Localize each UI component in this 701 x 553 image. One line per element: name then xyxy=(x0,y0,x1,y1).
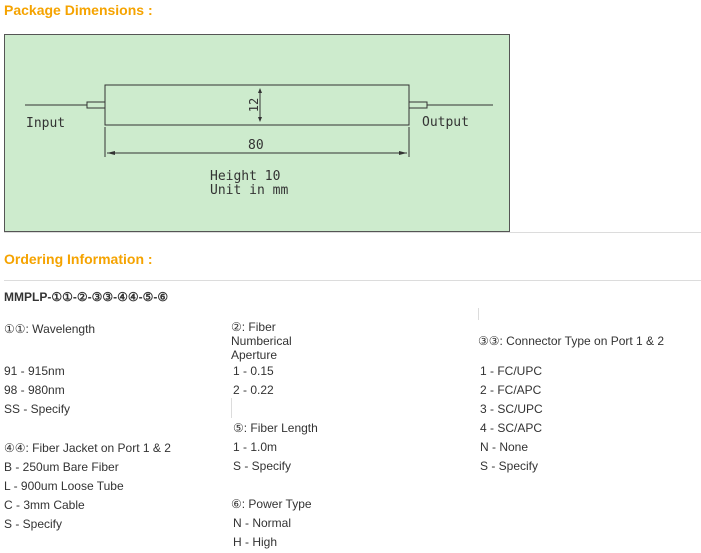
power-type-header: ⑥: Power Type xyxy=(231,497,312,511)
list-item: SS - Specify xyxy=(4,402,71,416)
ordering-separator xyxy=(4,280,701,281)
list-item: 98 - 980nm xyxy=(4,383,65,397)
list-item: S - Specify xyxy=(480,459,539,473)
list-item: L - 900um Loose Tube xyxy=(4,479,124,493)
fiber-jacket-header: ④④: Fiber Jacket on Port 1 & 2 xyxy=(4,441,171,455)
fiber-na-header-line2: Numberical xyxy=(231,334,292,348)
fiber-na-header-line3: Aperture xyxy=(231,348,278,362)
connector-type-header: ③③: Connector Type on Port 1 & 2 xyxy=(478,334,665,348)
list-item: 1 - 1.0m xyxy=(233,440,278,454)
package-dimensions-table: Input Output 12 80 Height 10 Unit in mm xyxy=(4,34,701,233)
input-boot xyxy=(86,101,106,109)
part-number: MMPLP-①①-②-③③-④④-⑤-⑥ xyxy=(4,290,169,304)
list-item: 1 - FC/UPC xyxy=(480,364,543,378)
list-item: N - Normal xyxy=(233,516,292,530)
list-item: C - 3mm Cable xyxy=(4,498,85,512)
fiber-length-header: ⑤: Fiber Length xyxy=(233,421,318,435)
ordering-information-title: Ordering Information : xyxy=(4,251,153,267)
wavelength-header: ①①: Wavelength xyxy=(4,322,96,336)
width-dimension-label: 12 xyxy=(247,97,262,113)
list-item: 91 - 915nm xyxy=(4,364,65,378)
cell-divider xyxy=(478,308,479,320)
fiber-na-header-line1: ②: Fiber xyxy=(231,320,276,334)
list-item: 2 - FC/APC xyxy=(480,383,542,397)
height-note: Height 10 xyxy=(210,169,281,184)
list-item: 2 - 0.22 xyxy=(233,383,274,397)
package-diagram: Input Output 12 80 Height 10 Unit in mm xyxy=(4,34,510,232)
device-body xyxy=(104,84,410,126)
list-item: H - High xyxy=(233,535,278,549)
package-dimensions-title: Package Dimensions : xyxy=(4,2,153,18)
unit-note: Unit in mm xyxy=(210,183,289,198)
package-drawing xyxy=(25,84,493,157)
list-item: N - None xyxy=(480,440,529,454)
list-item: B - 250um Bare Fiber xyxy=(4,460,119,474)
output-label: Output xyxy=(422,115,469,130)
cell-divider xyxy=(231,398,232,418)
list-item: S - Specify xyxy=(4,517,63,531)
list-item: 3 - SC/UPC xyxy=(480,402,543,416)
list-item: 4 - SC/APC xyxy=(480,421,543,435)
length-dimension-label: 80 xyxy=(248,138,264,153)
list-item: 1 - 0.15 xyxy=(233,364,274,378)
list-item: S - Specify xyxy=(233,459,292,473)
input-label: Input xyxy=(26,116,66,131)
output-boot xyxy=(408,101,428,109)
